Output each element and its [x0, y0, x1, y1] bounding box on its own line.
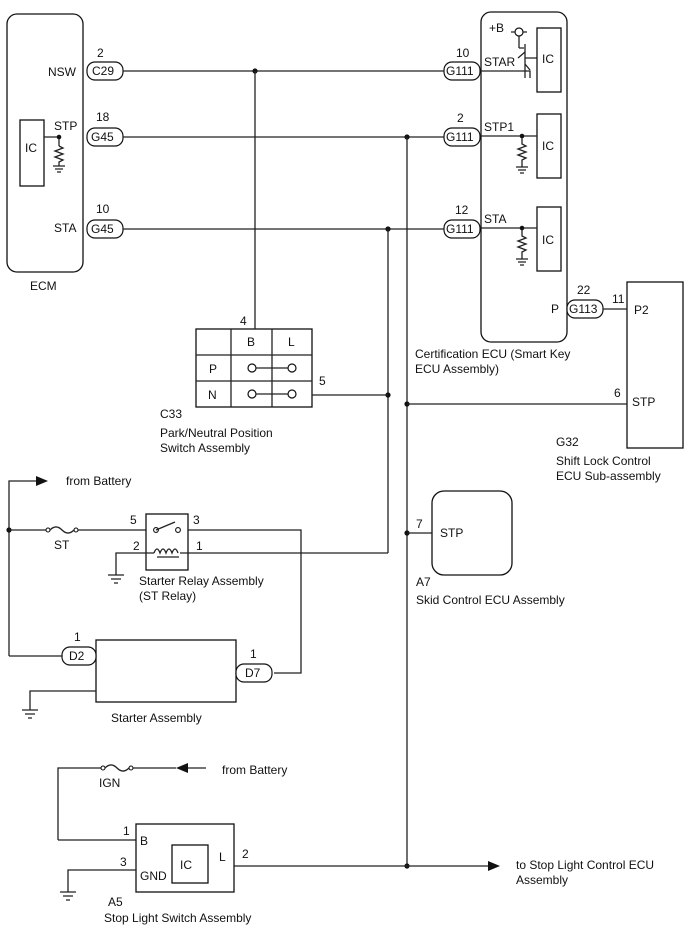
- ign-circuit: IGN from Battery: [57, 763, 287, 841]
- skid-label: Skid Control ECU Assembly: [416, 593, 565, 607]
- park-neutral-switch-block: B L P N 4 5 C33 Park/Neutral Position Sw…: [160, 314, 326, 455]
- main-wires: [123, 68, 627, 869]
- ecm-ic-label: IC: [25, 141, 37, 155]
- pn-label-2: Switch Assembly: [160, 441, 250, 455]
- cert-connectors: 10 G111 2 G111 12 G111 22 G113: [443, 46, 604, 319]
- skid-pin-num: 7: [416, 517, 423, 531]
- cert-pin-star: STAR: [484, 55, 515, 69]
- pn-row-p: P: [209, 362, 217, 376]
- ecm-pin-num-18: 18: [96, 110, 110, 124]
- stop-light-switch-block: IC 1 B 3 GND L 2 A5 Stop Light Switch As…: [60, 823, 654, 925]
- starter-relay-block: 5 3 2 1 Starter Relay Assembly (ST Relay…: [130, 513, 264, 603]
- relay-label-2: (ST Relay): [139, 589, 196, 603]
- stop-pin-l: L: [219, 850, 226, 864]
- stop-pin-gnd: GND: [140, 869, 167, 883]
- stop-pin-b: B: [140, 834, 148, 848]
- skid-control-ecu-block: 7 STP A7 Skid Control ECU Assembly: [416, 490, 565, 607]
- fuse-st-label: ST: [54, 538, 70, 552]
- ecm-pin-nsw: NSW: [48, 65, 77, 79]
- shift-pin-num-11: 11: [612, 292, 625, 306]
- connector-d2: D2: [69, 649, 85, 663]
- to-stop-label-2: Assembly: [516, 873, 568, 887]
- relay-wires: [108, 529, 388, 674]
- connector-g111-star: G111: [446, 64, 474, 78]
- starter-assembly-block: 1 D2 1 D7 Starter Assembly: [22, 630, 273, 725]
- relay-label-1: Starter Relay Assembly: [139, 574, 264, 588]
- shift-label-2: ECU Sub-assembly: [556, 469, 661, 483]
- shift-pin-p2: P2: [634, 303, 649, 317]
- skid-pin-stp: STP: [440, 526, 463, 540]
- shift-pin-stp: STP: [632, 395, 655, 409]
- skid-code: A7: [416, 575, 431, 589]
- stop-ic-label: IC: [180, 858, 192, 872]
- ecm-connectors: 2 C29 18 G45 10 G45: [86, 46, 124, 239]
- shift-label-1: Shift Lock Control: [556, 454, 651, 468]
- shift-code: G32: [556, 435, 579, 449]
- connector-c29: C29: [92, 64, 114, 78]
- cert-pin-stp1: STP1: [484, 120, 514, 134]
- connector-g113: G113: [569, 302, 598, 316]
- relay-pin-3: 3: [193, 513, 200, 527]
- connector-d7: D7: [245, 666, 261, 680]
- connector-g45-sta: G45: [91, 222, 114, 236]
- cert-ic-3: IC: [542, 233, 554, 247]
- cert-ecu-supply: +B: [489, 21, 504, 35]
- pn-col-b: B: [247, 335, 255, 349]
- cert-pin-p: P: [551, 302, 559, 316]
- pn-col-l: L: [288, 335, 295, 349]
- pn-pin-4: 4: [240, 314, 247, 328]
- cert-ecu-label-1: Certification ECU (Smart Key: [415, 347, 570, 361]
- pn-label-1: Park/Neutral Position: [160, 426, 273, 440]
- pn-row-n: N: [208, 388, 217, 402]
- connector-g111-sta: G111: [446, 222, 474, 236]
- connector-g111-stp1: G111: [446, 130, 474, 144]
- to-stop-label-1: to Stop Light Control ECU: [516, 858, 654, 872]
- stop-pin-num-3: 3: [120, 855, 127, 869]
- starter-right-pin: 1: [250, 647, 257, 661]
- ecm-block: IC ECM NSW STP STA: [6, 13, 84, 293]
- stop-label: Stop Light Switch Assembly: [104, 911, 251, 925]
- cert-pin-num-12: 12: [455, 203, 469, 217]
- cert-pin-num-2: 2: [457, 111, 464, 125]
- ecm-pin-stp: STP: [54, 119, 77, 133]
- battery-label-1: from Battery: [66, 474, 131, 488]
- stop-pin-num-1: 1: [123, 824, 130, 838]
- battery-st-circuit: from Battery ST: [6, 474, 146, 657]
- relay-pin-5: 5: [130, 513, 137, 527]
- cert-pin-sta: STA: [484, 212, 506, 226]
- cert-pin-num-22: 22: [577, 283, 591, 297]
- relay-pin-2: 2: [133, 539, 140, 553]
- cert-pin-num-10: 10: [456, 46, 470, 60]
- battery-label-2: from Battery: [222, 763, 287, 777]
- certification-ecu-block: +B IC IC IC STAR STP1 STA P Certificatio…: [415, 11, 570, 376]
- ecm-pin-num-2: 2: [97, 46, 104, 60]
- pn-code: C33: [160, 407, 182, 421]
- stop-code: A5: [108, 895, 123, 909]
- shift-pin-num-6: 6: [614, 386, 621, 400]
- cert-ic-1: IC: [542, 52, 554, 66]
- ecm-label: ECM: [30, 279, 57, 293]
- cert-ecu-label-2: ECU Assembly): [415, 362, 499, 376]
- cert-ic-2: IC: [542, 139, 554, 153]
- pn-pin-5: 5: [319, 374, 326, 388]
- shift-lock-ecu-block: 11 P2 6 STP G32 Shift Lock Control ECU S…: [556, 281, 684, 483]
- relay-pin-1: 1: [196, 539, 203, 553]
- connector-g45-stp: G45: [91, 130, 114, 144]
- ecm-pin-num-10: 10: [96, 202, 110, 216]
- fuse-ign-label: IGN: [99, 776, 120, 790]
- starter-left-pin: 1: [74, 630, 81, 644]
- ecm-pin-sta: STA: [54, 221, 76, 235]
- stop-pin-num-2: 2: [242, 847, 249, 861]
- starter-label: Starter Assembly: [111, 711, 202, 725]
